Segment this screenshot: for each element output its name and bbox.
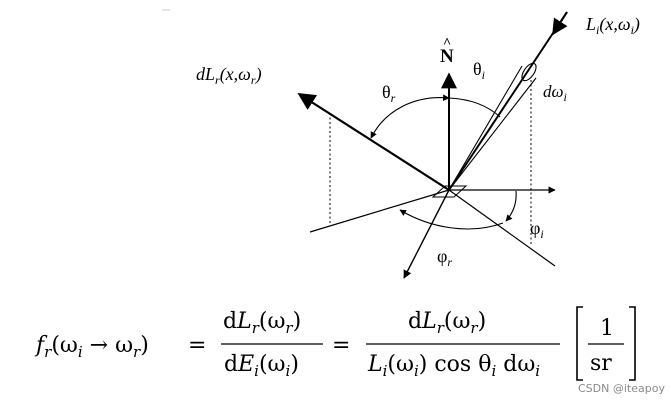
unit-numerator: 1 <box>600 316 614 341</box>
normal-label: N <box>440 46 454 67</box>
surface-axis-down <box>403 189 450 279</box>
domega-label: dωi <box>543 82 567 104</box>
phi-i-arc <box>505 190 517 222</box>
phi-r-label: φr <box>437 246 452 269</box>
formula-equals-1: = <box>188 333 206 358</box>
reflected-ray <box>297 93 450 191</box>
phi-r-arc <box>399 209 504 230</box>
incident-arrow <box>552 11 568 36</box>
unit-bracket-right <box>629 306 636 381</box>
cone-cap <box>521 62 537 82</box>
fraction-1-denominator: dEi(ωi) <box>224 352 299 380</box>
surface-patch <box>431 185 468 198</box>
phi-i-label: φi <box>530 218 544 241</box>
reflected-radiance-label: dLr(x,ωr) <box>196 64 262 87</box>
normal-hat: ^ <box>443 36 451 51</box>
formula-equals-2: = <box>332 333 350 358</box>
fraction-2-denominator: Li(ωi) cos θi dωi <box>367 352 540 380</box>
incident-ray <box>448 11 568 191</box>
surface-axis-lower-right <box>448 189 556 267</box>
cone-edge-right <box>448 77 537 191</box>
formula-lhs: fr(ωi → ωr) <box>34 333 149 361</box>
theta-r-arc <box>370 97 450 139</box>
theta-i-label: θi <box>473 59 485 82</box>
brdf-formula: fr(ωi → ωr) = dLr(ωr) dEi(ωi) = dLr(ωr) … <box>34 306 636 381</box>
fraction-2-numerator: dLr(ωr) <box>408 309 486 337</box>
theta-r-label: θr <box>382 82 396 105</box>
unit-denominator: sr <box>590 351 612 376</box>
theta-i-arc <box>442 94 501 118</box>
surface-axis-left <box>309 189 450 233</box>
incident-radiance-label: Li(x,ωi) <box>585 14 640 37</box>
geometry-diagram <box>297 11 568 279</box>
fraction-1-numerator: dLr(ωr) <box>223 309 301 337</box>
unit-bracket-left <box>576 306 583 381</box>
watermark: CSDN @iteapoy <box>578 382 665 395</box>
cone-edge-left <box>448 65 523 191</box>
